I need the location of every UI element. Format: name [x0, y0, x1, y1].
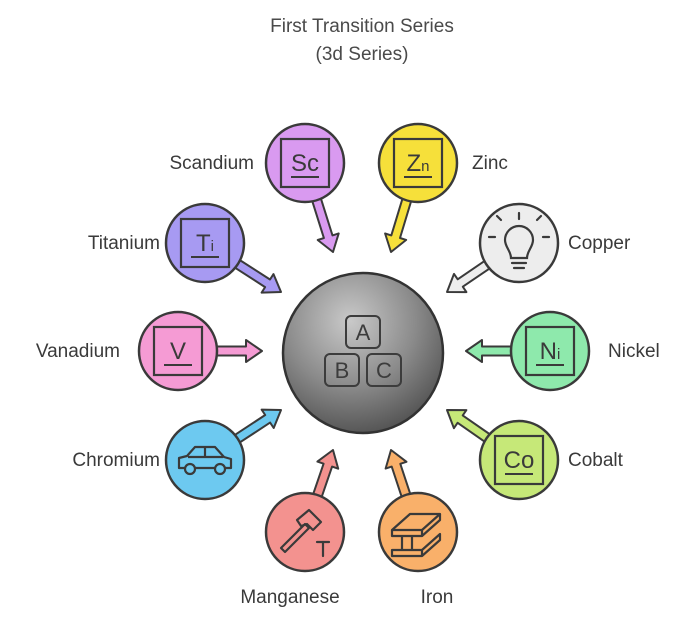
hub-letter-b: B [335, 358, 350, 383]
hammer-and-nail-icon [279, 508, 331, 558]
iron-circle [377, 491, 459, 573]
vanadium-symbol: V [170, 338, 186, 365]
zinc-circle [377, 122, 459, 204]
zinc-arrow [384, 192, 414, 253]
element-node-copper [478, 202, 560, 284]
element-node-scandium: Sc [264, 122, 346, 204]
element-node-nickel: Ni [509, 310, 591, 392]
cobalt-label: Cobalt [568, 450, 624, 471]
copper-circle [478, 202, 560, 284]
zinc-label: Zinc [472, 153, 508, 174]
nickel-label: Nickel [608, 341, 660, 362]
element-node-cobalt: Co [478, 419, 560, 501]
scandium-label: Scandium [170, 153, 255, 174]
chromium-label: Chromium [72, 450, 160, 471]
lightbulb-icon [487, 211, 551, 270]
element-tile-icon [179, 217, 231, 269]
diagram-title-line-2: (3d Series) [316, 44, 409, 65]
element-tile-icon [493, 434, 545, 486]
arrows-layer [210, 192, 518, 504]
element-tile-icon [152, 325, 204, 377]
cobalt-circle [478, 419, 560, 501]
diagram-title-line-1: First Transition Series [270, 16, 454, 37]
abc-blocks-icon [324, 315, 402, 387]
hub-letter-a: A [356, 320, 371, 345]
nickel-arrow [465, 339, 518, 363]
zinc-symbol: Zn [406, 150, 429, 177]
element-node-chromium [164, 419, 246, 501]
copper-label: Copper [568, 233, 631, 254]
vanadium-arrow [210, 339, 263, 363]
element-tile-icon [524, 325, 576, 377]
hub-circle [281, 271, 445, 435]
titanium-circle [164, 202, 246, 284]
scandium-circle [264, 122, 346, 204]
element-node-zinc: Zn [377, 122, 459, 204]
manganese-label: Manganese [240, 587, 339, 608]
chromium-circle [164, 419, 246, 501]
hub-letter-c: C [376, 358, 392, 383]
titanium-symbol: Ti [196, 230, 214, 257]
iron-label: Iron [421, 587, 454, 608]
car-icon [177, 445, 233, 476]
element-node-iron [377, 491, 459, 573]
cobalt-symbol: Co [504, 447, 535, 474]
element-tile-icon [392, 137, 444, 189]
nickel-circle [509, 310, 591, 392]
element-tile-icon [279, 137, 331, 189]
hub: A B C [281, 271, 445, 435]
element-node-manganese [264, 491, 346, 573]
nickel-symbol: Ni [540, 338, 561, 365]
element-node-vanadium: V [137, 310, 219, 392]
element-node-titanium: Ti [164, 202, 246, 284]
scandium-symbol: Sc [291, 150, 319, 177]
titanium-label: Titanium [88, 233, 160, 254]
steel-ingot-icon [390, 512, 442, 558]
vanadium-label: Vanadium [36, 341, 120, 362]
vanadium-circle [137, 310, 219, 392]
chromium-arrow [229, 408, 282, 447]
scandium-arrow [309, 192, 340, 253]
